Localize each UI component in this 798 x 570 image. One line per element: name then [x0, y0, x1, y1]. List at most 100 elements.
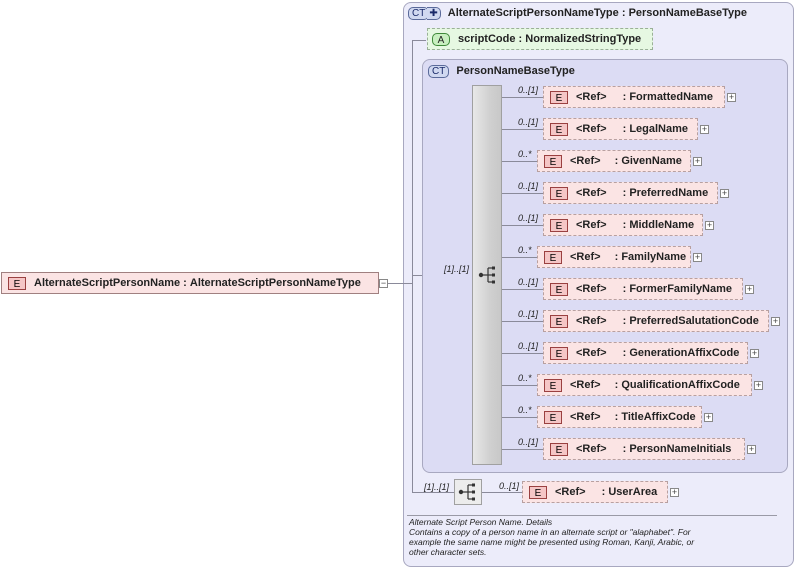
element-name: FormerFamilyName [629, 283, 733, 295]
attribute-tag: A [432, 32, 450, 46]
element-cardinality: 0..[1] [518, 437, 539, 447]
element-ref: <Ref> [576, 347, 607, 359]
base-type-name: PersonNameBaseType [456, 65, 575, 77]
element-ref: <Ref> [576, 219, 607, 231]
element-tag: E [529, 485, 547, 499]
connector [502, 321, 543, 322]
element-box[interactable]: E<Ref>: GivenName [537, 150, 691, 172]
element-box[interactable]: E<Ref>: PreferredSalutationCode [543, 310, 769, 332]
connector [502, 385, 537, 386]
expand-icon[interactable]: + [727, 92, 736, 102]
element-cardinality: 0..[1] [518, 309, 539, 319]
element-cardinality: 0..[1] [499, 481, 520, 491]
element-tag: E [550, 442, 568, 456]
connector [482, 492, 522, 493]
element-name: UserArea [608, 486, 658, 498]
element-cardinality: 0..* [518, 405, 532, 415]
element-box[interactable]: E<Ref>: FormattedName [543, 86, 725, 108]
expand-icon[interactable]: + [771, 316, 780, 326]
sequence-cardinality: [1]..[1] [444, 264, 470, 274]
expand-icon[interactable]: + [754, 380, 763, 390]
complex-type-header: CT✚ AlternateScriptPersonNameType : Pers… [408, 7, 747, 20]
element-box[interactable]: E<Ref>: QualificationAffixCode [537, 374, 752, 396]
connector [502, 97, 543, 98]
connector [502, 161, 537, 162]
element-tag: E [544, 410, 562, 424]
expand-icon[interactable]: + [747, 444, 756, 454]
root-element[interactable]: E AlternateScriptPersonName : AlternateS… [1, 272, 379, 294]
expand-icon[interactable]: + [670, 487, 679, 497]
expand-icon[interactable]: + [700, 124, 709, 134]
element-cardinality: 0..[1] [518, 181, 539, 191]
element-box[interactable]: E<Ref>: LegalName [543, 118, 698, 140]
connector [502, 257, 537, 258]
element-tag: E [550, 90, 568, 104]
connector [502, 225, 543, 226]
connector [502, 449, 543, 450]
sequence-bar [472, 85, 502, 465]
expand-icon[interactable]: + [693, 156, 702, 166]
connector [387, 283, 413, 284]
element-box[interactable]: E<Ref>: FamilyName [537, 246, 691, 268]
element-ref: <Ref> [555, 486, 586, 498]
documentation-line: other character sets. [409, 547, 487, 557]
element-name: PreferredSalutationCode [629, 315, 759, 327]
element-tag: E [544, 378, 562, 392]
connector [502, 353, 543, 354]
element-ref: <Ref> [570, 411, 601, 423]
element-ref: <Ref> [576, 91, 607, 103]
expand-icon[interactable]: + [745, 284, 754, 294]
root-element-name: AlternateScriptPersonName [34, 277, 181, 289]
element-box[interactable]: E<Ref>: GenerationAffixCode [543, 342, 748, 364]
documentation-title: Alternate Script Person Name. Details [409, 517, 553, 527]
element-name: PersonNameInitials [629, 443, 732, 455]
element-cardinality: 0..[1] [518, 341, 539, 351]
attribute-box[interactable]: A scriptCode : NormalizedStringType [427, 28, 653, 50]
documentation-line: Contains a copy of a person name in an a… [409, 527, 691, 537]
divider [407, 515, 777, 516]
element-box[interactable]: E<Ref>: FormerFamilyName [543, 278, 743, 300]
element-name: FamilyName [621, 251, 687, 263]
expand-icon[interactable]: + [705, 220, 714, 230]
element-name: LegalName [629, 123, 689, 135]
element-ref: <Ref> [576, 315, 607, 327]
attribute-type: NormalizedStringType [525, 33, 642, 45]
element-box-userarea[interactable]: E <Ref> : UserArea [522, 481, 668, 503]
element-box[interactable]: E<Ref>: PreferredName [543, 182, 718, 204]
element-tag: E [550, 346, 568, 360]
expand-icon[interactable]: + [693, 252, 702, 262]
base-type-badge: CT [428, 65, 450, 78]
expand-icon[interactable]: ✚ [427, 7, 441, 20]
element-cardinality: 0..[1] [518, 213, 539, 223]
collapse-icon[interactable]: − [379, 278, 388, 288]
element-cardinality: 0..* [518, 149, 532, 159]
connector [412, 492, 454, 493]
element-ref: <Ref> [570, 251, 601, 263]
sequence-icon [478, 266, 495, 284]
expand-icon[interactable]: + [750, 348, 759, 358]
connector [502, 193, 543, 194]
element-box[interactable]: E<Ref>: TitleAffixCode [537, 406, 702, 428]
expand-icon[interactable]: + [720, 188, 729, 198]
element-box[interactable]: E<Ref>: PersonNameInitials [543, 438, 745, 460]
connector [412, 40, 426, 41]
connector [502, 289, 543, 290]
element-cardinality: 0..* [518, 373, 532, 383]
connector [412, 40, 413, 493]
connector [502, 129, 543, 130]
complex-type-base: PersonNameBaseType [628, 7, 747, 19]
element-ref: <Ref> [570, 379, 601, 391]
element-tag: E [550, 218, 568, 232]
expand-icon[interactable]: + [704, 412, 713, 422]
documentation: Alternate Script Person Name. Details Co… [409, 517, 739, 557]
element-tag: E [8, 276, 26, 290]
element-ref: <Ref> [576, 443, 607, 455]
element-ref: <Ref> [576, 123, 607, 135]
element-cardinality: 0..* [518, 245, 532, 255]
element-ref: <Ref> [576, 283, 607, 295]
root-element-type: AlternateScriptPersonNameType [189, 277, 361, 289]
element-cardinality: 0..[1] [518, 85, 539, 95]
element-box[interactable]: E<Ref>: MiddleName [543, 214, 703, 236]
element-name: MiddleName [629, 219, 695, 231]
element-name: TitleAffixCode [621, 411, 696, 423]
